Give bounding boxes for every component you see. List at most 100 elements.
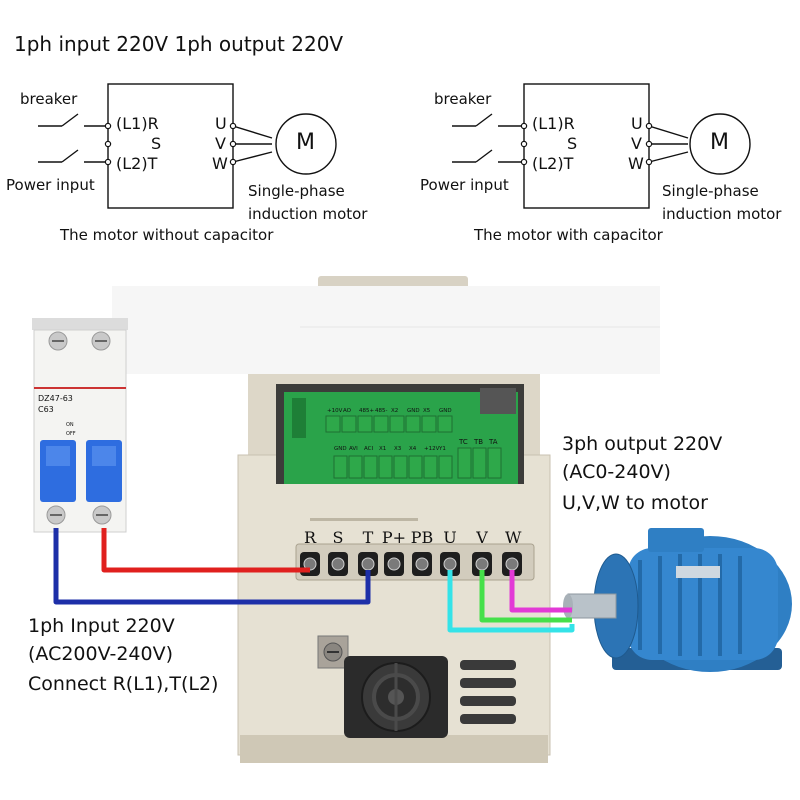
breaker-rating: C63	[38, 405, 54, 414]
power-screw	[412, 552, 432, 576]
control-terminal	[421, 415, 437, 433]
magenta-wire	[509, 570, 572, 613]
power-screw	[328, 552, 348, 576]
terminal-label: X3	[394, 446, 402, 452]
blue-wire	[53, 528, 371, 605]
fan-grill	[344, 656, 448, 738]
left-terminal-r: (L1)R	[116, 114, 159, 133]
relay-terminal	[487, 447, 502, 479]
left-terminal-w: W	[212, 154, 228, 173]
terminal-label: AVI	[349, 446, 358, 452]
left-schematic-lines	[38, 83, 337, 209]
control-terminal-block	[325, 415, 502, 479]
breaker-on: ON	[66, 422, 74, 428]
power-terminal-label: T	[362, 528, 374, 547]
control-terminal	[378, 455, 393, 479]
relay-terminal	[472, 447, 487, 479]
control-terminal	[405, 415, 421, 433]
terminal-label: Y1	[439, 446, 446, 452]
output-note-line2: (AC0-240V)	[562, 461, 671, 483]
side-vents	[460, 660, 516, 724]
relay-terminal	[457, 447, 472, 479]
control-terminal	[348, 455, 363, 479]
left-terminal-u: U	[215, 114, 227, 133]
terminal-label: GND	[439, 408, 452, 414]
input-note-line1: 1ph Input 220V	[28, 615, 175, 637]
left-breaker-label: breaker	[20, 90, 78, 108]
right-schematic-lines	[452, 83, 751, 209]
left-motor-symbol: M	[296, 130, 315, 155]
terminal-label: TA	[489, 438, 498, 446]
control-terminal	[437, 415, 453, 433]
output-note-line3: U,V,W to motor	[562, 492, 708, 514]
left-power-input-label: Power input	[6, 176, 95, 194]
power-screw	[472, 552, 492, 576]
control-terminal	[333, 455, 348, 479]
input-note-line3: Connect R(L1),T(L2)	[28, 673, 219, 695]
terminal-label: +10V	[327, 408, 343, 414]
right-terminal-s: S	[567, 134, 578, 153]
power-screw	[440, 552, 460, 576]
terminal-label: TB	[474, 438, 484, 446]
breaker-model: DZ47-63	[38, 394, 73, 403]
control-terminal	[408, 455, 423, 479]
right-caption: The motor with capacitor	[474, 226, 663, 244]
right-terminal-w: W	[628, 154, 644, 173]
terminal-label: GND	[334, 446, 347, 452]
terminal-label: X1	[379, 446, 387, 452]
terminal-label: X4	[409, 446, 417, 452]
right-power-input-label: Power input	[420, 176, 509, 194]
breaker-off: OFF	[66, 431, 76, 437]
control-terminal	[357, 415, 373, 433]
left-terminal-v: V	[215, 134, 226, 153]
right-terminal-r: (L1)R	[532, 114, 575, 133]
control-terminal	[325, 415, 341, 433]
power-screw	[502, 552, 522, 576]
power-terminal-label: V	[476, 528, 488, 547]
output-note-line1: 3ph output 220V	[562, 433, 723, 455]
power-screw	[384, 552, 404, 576]
power-terminal-label: S	[332, 528, 344, 547]
terminal-label: X2	[391, 408, 399, 414]
power-terminal-label: W	[505, 528, 522, 547]
left-motor-label-2: induction motor	[248, 205, 368, 223]
terminal-label: +12V	[424, 446, 440, 452]
terminal-label: AO	[343, 408, 351, 414]
control-terminal	[363, 455, 378, 479]
ground-screw	[317, 635, 349, 669]
three-phase-motor	[563, 528, 792, 672]
control-terminal	[423, 455, 438, 479]
terminal-label: ACI	[364, 446, 374, 452]
red-wire	[101, 528, 310, 573]
cyan-wire	[447, 570, 575, 633]
green-wire	[479, 570, 572, 623]
control-terminal	[438, 455, 453, 479]
terminal-label: X5	[423, 408, 431, 414]
power-terminal-label: U	[443, 528, 457, 547]
power-terminal-screws	[300, 552, 522, 576]
right-terminal-t: (L2)T	[532, 154, 574, 173]
left-motor-label-1: Single-phase	[248, 182, 345, 200]
terminal-label: 485+	[359, 408, 375, 414]
diagram-title: 1ph input 220V 1ph output 220V	[14, 32, 344, 56]
terminal-label: TC	[459, 438, 468, 446]
left-terminal-s: S	[151, 134, 162, 153]
right-terminal-u: U	[631, 114, 643, 133]
left-caption: The motor without capacitor	[60, 226, 274, 244]
right-motor-symbol: M	[710, 130, 729, 155]
control-terminal	[393, 455, 408, 479]
terminal-label: 485-	[375, 408, 388, 414]
left-terminal-t: (L2)T	[116, 154, 158, 173]
right-breaker-label: breaker	[434, 90, 492, 108]
right-terminal-v: V	[631, 134, 642, 153]
right-motor-label-2: induction motor	[662, 205, 782, 223]
terminal-label: GND	[407, 408, 420, 414]
power-terminal-label: R	[303, 528, 317, 547]
power-terminal-label: P+	[381, 528, 407, 547]
right-motor-label-1: Single-phase	[662, 182, 759, 200]
control-terminal	[341, 415, 357, 433]
control-terminal	[373, 415, 389, 433]
faded-band	[112, 286, 660, 374]
breaker-device	[32, 318, 128, 533]
